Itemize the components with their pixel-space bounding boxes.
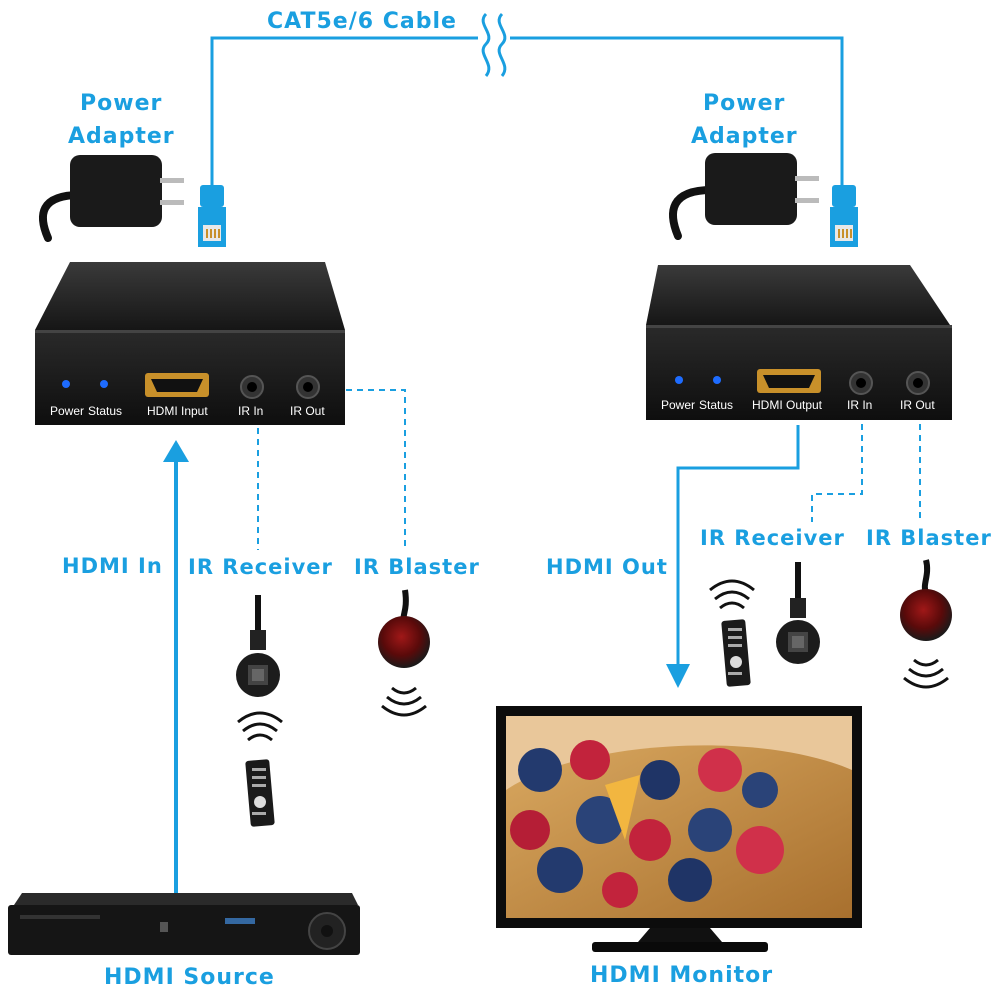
- rx-port-ir-out: IR Out: [900, 398, 935, 412]
- monitor-screen: [506, 716, 852, 918]
- ir-signal-icon: [381, 686, 427, 717]
- remote-control-icon: [721, 619, 751, 687]
- cat-cable: [210, 12, 844, 185]
- rx-hdmi-out-arrow: [666, 425, 800, 688]
- hdmi-monitor-label: HDMI Monitor: [590, 963, 773, 988]
- monitor-icon: [496, 706, 862, 952]
- rx-ir-blaster-label: IR Blaster: [866, 526, 992, 550]
- ir-blaster-icon: [900, 559, 952, 641]
- remote-control-icon: [245, 759, 275, 827]
- tx-power-adapter-label-line2: Adapter: [68, 124, 175, 149]
- receiver-box: Power Status HDMI Output IR In IR Out: [646, 265, 952, 420]
- rx-status-led: [713, 376, 721, 384]
- power-adapter-icon: [38, 155, 184, 242]
- transmitter-box: Power Status HDMI Input IR In IR Out: [35, 262, 345, 425]
- rx-port-power: Power: [661, 398, 695, 412]
- ir-signal-icon: [903, 658, 949, 689]
- rj45-connector-icon: [198, 185, 226, 247]
- tx-port-status: Status: [88, 404, 122, 418]
- rx-power-led: [675, 376, 683, 384]
- rj45-connector-icon: [830, 185, 858, 247]
- tx-ir-blaster-label: IR Blaster: [354, 555, 480, 579]
- blu-ray-player-icon: [8, 893, 360, 955]
- rx-power-adapter-label-line1: Power: [703, 91, 785, 116]
- tx-port-ir-out: IR Out: [290, 404, 325, 418]
- ir-signal-icon: [709, 579, 755, 610]
- ir-signal-icon: [237, 711, 283, 742]
- tx-hdmi-in-arrow: [163, 440, 189, 895]
- rx-ir-in-jack[interactable]: [849, 371, 873, 395]
- ir-receiver-icon: [236, 595, 280, 697]
- ir-receiver-icon: [776, 562, 820, 664]
- tx-ir-receiver-label: IR Receiver: [188, 555, 333, 579]
- rx-hdmi-output-port[interactable]: [757, 369, 821, 393]
- tx-port-hdmi: HDMI Input: [147, 404, 208, 418]
- tx-hdmi-input-port[interactable]: [145, 373, 209, 397]
- tx-port-power: Power: [50, 404, 84, 418]
- rx-hdmi-out-label: HDMI Out: [546, 555, 668, 579]
- tx-ir-out-dash: [346, 389, 406, 550]
- rx-port-ir-in: IR In: [847, 398, 872, 412]
- cable-label: CAT5e/6 Cable: [267, 9, 457, 34]
- tx-power-adapter-label-line1: Power: [80, 91, 162, 116]
- tx-ir-in-jack[interactable]: [240, 375, 264, 399]
- tx-port-ir-in: IR In: [238, 404, 263, 418]
- tx-power-led: [62, 380, 70, 388]
- rx-port-status: Status: [699, 398, 733, 412]
- hdmi-source-label: HDMI Source: [104, 965, 275, 990]
- rx-port-hdmi: HDMI Output: [752, 398, 823, 412]
- tx-hdmi-in-label: HDMI In: [62, 554, 163, 578]
- rx-ir-in-dash: [811, 424, 863, 522]
- rx-ir-out-jack[interactable]: [906, 371, 930, 395]
- tx-status-led: [100, 380, 108, 388]
- rx-ir-receiver-label: IR Receiver: [700, 526, 845, 550]
- tx-ir-out-jack[interactable]: [296, 375, 320, 399]
- rx-power-adapter-label-line2: Adapter: [691, 124, 798, 149]
- power-adapter-icon: [669, 153, 819, 240]
- ir-blaster-icon: [378, 589, 430, 668]
